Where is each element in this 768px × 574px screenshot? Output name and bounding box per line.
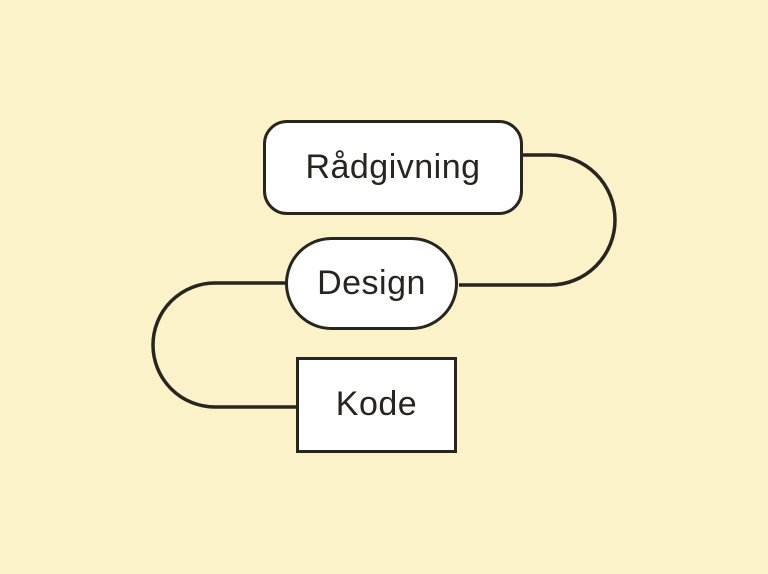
- node-radgivning: Rådgivning: [263, 120, 523, 215]
- node-kode: Kode: [296, 357, 457, 453]
- node-radgivning-label: Rådgivning: [305, 147, 481, 186]
- node-design-label: Design: [317, 263, 426, 302]
- node-kode-label: Kode: [335, 385, 418, 423]
- connector-design-to-kode: [151, 281, 297, 409]
- connector-radgivning-to-design: [459, 153, 617, 287]
- node-design: Design: [285, 237, 458, 330]
